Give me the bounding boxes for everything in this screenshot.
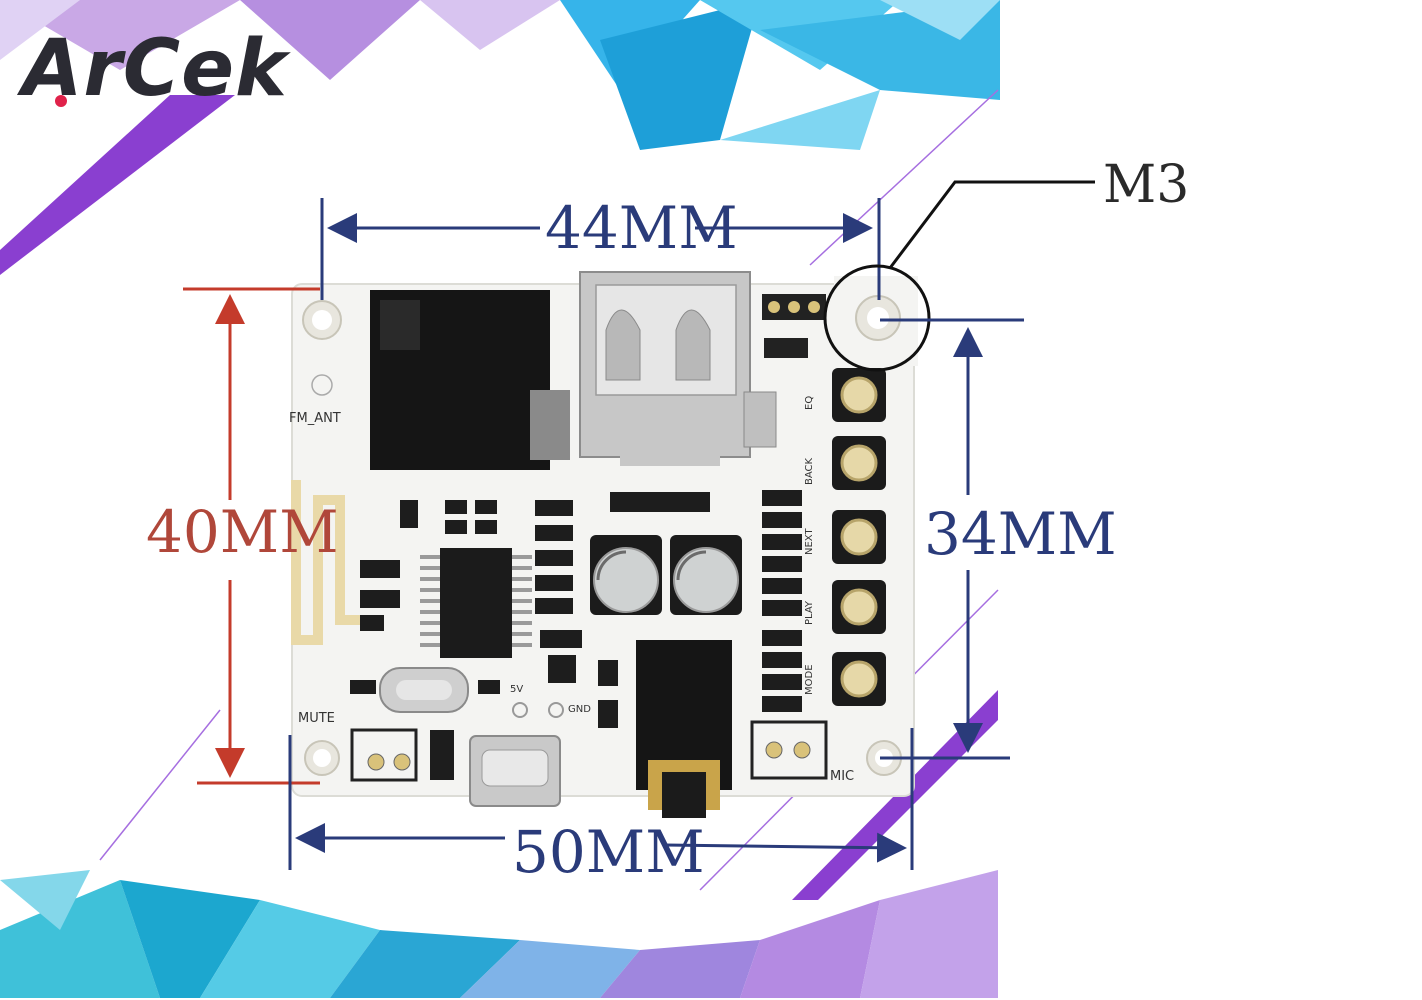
pad-gnd xyxy=(548,702,564,718)
m3-label: M3 xyxy=(1103,155,1189,215)
mic-connector xyxy=(750,720,828,780)
dimension-label-44mm: 44MM xyxy=(545,194,738,262)
label-5v: 5V xyxy=(510,684,523,695)
button-label-play: PLAY xyxy=(804,600,815,625)
main-ic xyxy=(440,548,512,658)
dimension-width-top: 44MM xyxy=(320,194,881,300)
label-mute: MUTE xyxy=(298,711,335,726)
dimension-width-bottom: 50MM xyxy=(288,728,914,886)
button-label-next: NEXT xyxy=(804,528,815,555)
dimension-label-40mm: 40MM xyxy=(146,498,339,566)
dimension-height-right: 34MM xyxy=(880,318,1117,760)
header-pins xyxy=(762,294,826,358)
button-label-mode: MODE xyxy=(804,664,815,695)
dimension-label-50mm: 50MM xyxy=(512,818,705,886)
bottom-decor xyxy=(0,870,998,998)
capacitor-left xyxy=(590,535,662,615)
button-label-eq: EQ xyxy=(804,396,815,410)
resistor-array xyxy=(762,490,802,712)
m3-callout: M3 xyxy=(823,155,1189,372)
fm-ant-pad xyxy=(311,374,333,396)
button-label-back: BACK xyxy=(804,457,815,485)
capacitor-right xyxy=(670,535,742,615)
logo-dot xyxy=(55,95,67,107)
smd-components xyxy=(350,492,710,780)
dimension-label-34mm: 34MM xyxy=(924,500,1117,568)
label-mic: MIC xyxy=(830,769,854,784)
pcb-board: FM_ANT xyxy=(289,271,918,818)
thin-diag-1 xyxy=(809,89,999,266)
dimension-height-left: 40MM xyxy=(146,287,339,785)
thin-diag-3 xyxy=(99,709,221,861)
label-gnd: GND xyxy=(568,704,591,715)
mute-connector xyxy=(350,728,418,782)
purple-stripe-left xyxy=(0,95,235,275)
brand-logo: ArCek xyxy=(22,24,288,114)
pad-5v xyxy=(512,702,528,718)
top-decor xyxy=(0,0,1000,150)
push-buttons xyxy=(832,368,886,706)
fm-ant-label: FM_ANT xyxy=(289,411,341,426)
bt-antenna-trace xyxy=(291,480,362,645)
